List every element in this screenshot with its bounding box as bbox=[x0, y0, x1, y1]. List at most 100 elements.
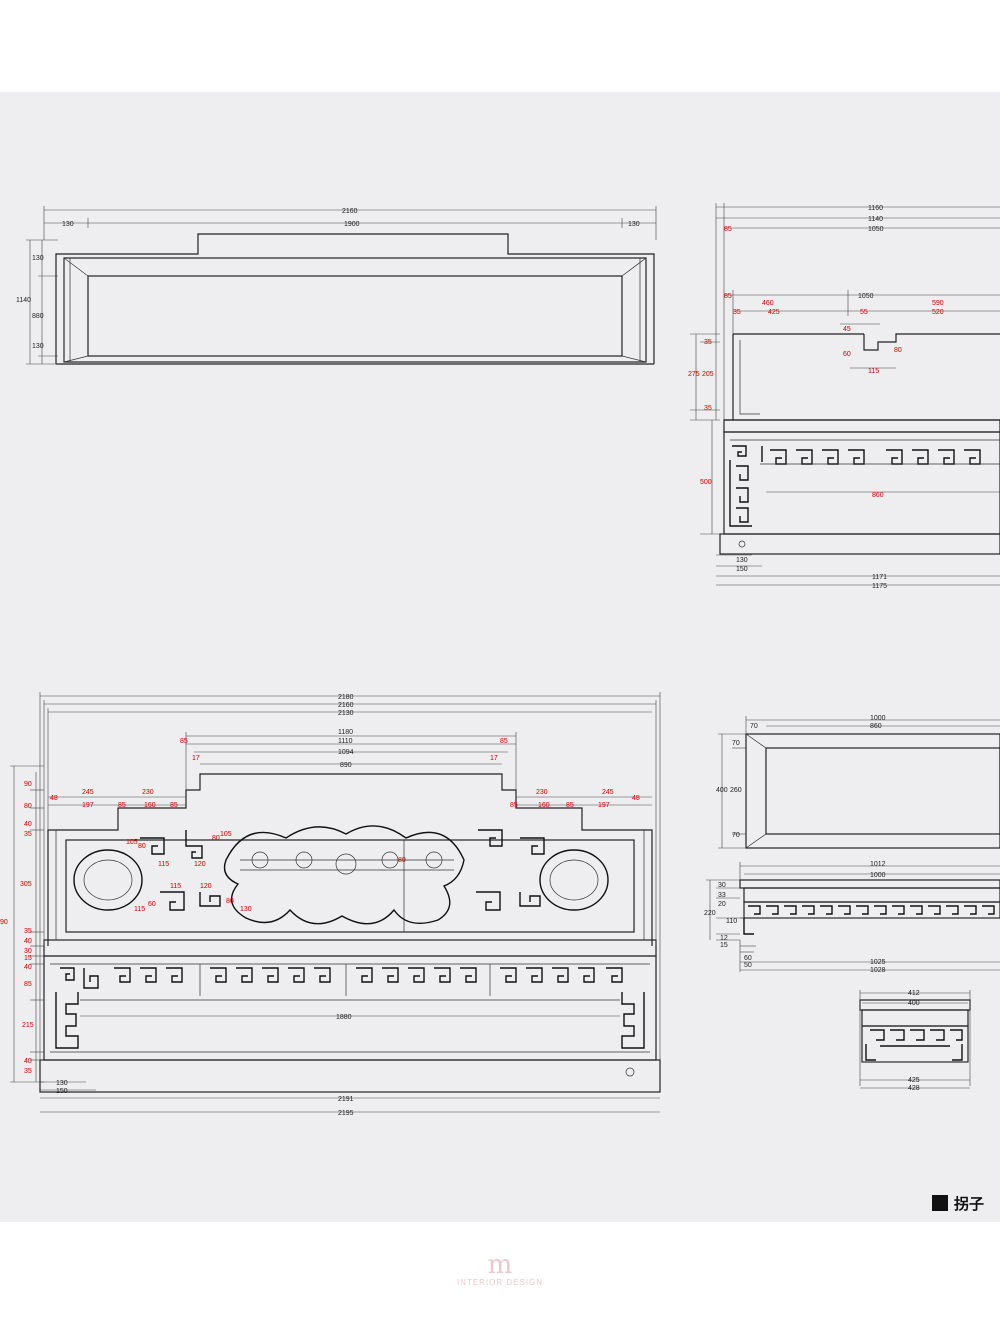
sf-h1: 30 bbox=[718, 882, 726, 889]
fm-w6: 1094 bbox=[338, 749, 354, 756]
d1-height: 1140 bbox=[16, 297, 31, 304]
sf-b1: 1025 bbox=[870, 959, 886, 966]
fm-edge: 90 bbox=[0, 919, 8, 926]
sv-d5: 1050 bbox=[858, 293, 874, 300]
fm-c7: 60 bbox=[148, 901, 156, 908]
fm-c5: 115 bbox=[170, 883, 181, 890]
sv-d9: 520 bbox=[932, 309, 944, 316]
sv-d7: 590 bbox=[932, 300, 944, 307]
d1-top-rail: 130 bbox=[32, 255, 44, 262]
st-h2: 400 bbox=[716, 787, 728, 794]
sv-apron: 860 bbox=[872, 492, 884, 499]
fm-r3: 85 bbox=[510, 802, 518, 809]
panel-front-view bbox=[55, 233, 655, 365]
fm-w5: 1110 bbox=[338, 738, 353, 745]
stool-top-view bbox=[745, 733, 1000, 849]
sf-h3: 20 bbox=[718, 901, 726, 908]
fm-c8: 80 bbox=[226, 898, 234, 905]
d1-left: 130 bbox=[62, 221, 74, 228]
fm-r5: 85 bbox=[566, 802, 574, 809]
fm-v6: 35 bbox=[24, 928, 32, 935]
sf-f2: 50 bbox=[744, 962, 752, 969]
sf-b2: 1028 bbox=[870, 967, 886, 974]
watermark-text: INTERIOR DESIGN bbox=[456, 1278, 544, 1287]
ss-b2: 428 bbox=[908, 1085, 920, 1092]
fm-v9: 15 bbox=[24, 955, 32, 962]
fm-c1: 105 bbox=[126, 839, 138, 846]
fm-c11: 80 bbox=[212, 835, 220, 842]
sv-d4b: 85 bbox=[724, 293, 732, 300]
small-stool-dims bbox=[859, 990, 971, 1089]
fm-c13: 80 bbox=[398, 857, 406, 864]
fm-c2: 80 bbox=[138, 843, 146, 850]
watermark-logo: m bbox=[487, 1250, 513, 1280]
sv-k4: 115 bbox=[868, 368, 879, 375]
fm-e4: 17 bbox=[490, 755, 498, 762]
sf-h5: 110 bbox=[726, 918, 737, 925]
fm-base1: 2191 bbox=[338, 1096, 354, 1103]
fm-v4: 35 bbox=[24, 831, 32, 838]
st-w1: 1000 bbox=[870, 715, 886, 722]
bed-carving bbox=[73, 825, 609, 925]
fm-l2: 230 bbox=[142, 789, 154, 796]
watermark: m INTERIOR DESIGN bbox=[450, 1252, 550, 1287]
side-view-dims bbox=[690, 203, 1000, 586]
fm-w7: 890 bbox=[340, 762, 352, 769]
fm-c12: 105 bbox=[220, 831, 232, 838]
sv-k2: 60 bbox=[843, 351, 851, 358]
sv-base1: 1171 bbox=[872, 574, 887, 581]
fm-v1: 90 bbox=[24, 781, 32, 788]
fm-l6: 160 bbox=[144, 802, 156, 809]
fm-v5: 305 bbox=[20, 881, 32, 888]
sf-f1: 60 bbox=[744, 955, 752, 962]
d1-overall: 2160 bbox=[342, 208, 358, 215]
section-tag: 拐子 bbox=[932, 1192, 984, 1214]
fm-w4: 1180 bbox=[338, 729, 353, 736]
bed-fret-pattern bbox=[55, 967, 645, 1049]
fm-l4: 197 bbox=[82, 802, 94, 809]
fm-e3: 17 bbox=[192, 755, 200, 762]
fm-c9: 115 bbox=[134, 906, 145, 913]
sv-b2: 150 bbox=[736, 566, 748, 573]
fm-apron: 1880 bbox=[336, 1014, 352, 1021]
sv-k1: 45 bbox=[843, 326, 851, 333]
fm-e1: 85 bbox=[180, 738, 188, 745]
fm-base2: 2195 bbox=[338, 1110, 354, 1117]
sf-h6: 12 bbox=[720, 935, 728, 942]
fm-c3: 115 bbox=[158, 861, 169, 868]
stool-top-dims bbox=[718, 716, 1000, 849]
sf-h2: 33 bbox=[718, 892, 726, 899]
fm-r6: 197 bbox=[598, 802, 610, 809]
sv-d8: 425 bbox=[768, 309, 780, 316]
ss-w2: 400 bbox=[908, 1000, 920, 1007]
fm-v7: 40 bbox=[24, 938, 32, 945]
fm-w2: 2160 bbox=[338, 702, 354, 709]
stool-front-view bbox=[739, 879, 1000, 935]
fm-b1: 130 bbox=[56, 1080, 68, 1087]
section-marker-icon bbox=[932, 1195, 948, 1211]
sf-w1: 1012 bbox=[870, 861, 886, 868]
d1-panel: 880 bbox=[32, 313, 44, 320]
sv-h4: 35 bbox=[704, 405, 712, 412]
fm-r1: 230 bbox=[536, 789, 548, 796]
ss-b1: 425 bbox=[908, 1077, 920, 1084]
fm-c10: 130 bbox=[240, 906, 252, 913]
fm-l7: 85 bbox=[170, 802, 178, 809]
stool-front-dims bbox=[706, 862, 1000, 972]
st-h1: 70 bbox=[732, 740, 740, 747]
d1-inner: 1900 bbox=[344, 221, 360, 228]
sv-d6: 460 bbox=[762, 300, 774, 307]
st-m: 70 bbox=[750, 723, 758, 730]
section-title: 拐子 bbox=[954, 1194, 985, 1213]
sv-h1: 35 bbox=[704, 339, 712, 346]
sv-d3: 1050 bbox=[868, 226, 884, 233]
st-h4: 70 bbox=[732, 832, 740, 839]
sv-d2: 1140 bbox=[868, 216, 883, 223]
fm-l3: 48 bbox=[50, 795, 58, 802]
small-stool-view bbox=[859, 999, 971, 1063]
sf-w2: 1000 bbox=[870, 872, 886, 879]
side-view bbox=[719, 333, 1000, 555]
fm-c4: 120 bbox=[194, 861, 206, 868]
fm-e2: 85 bbox=[500, 738, 508, 745]
